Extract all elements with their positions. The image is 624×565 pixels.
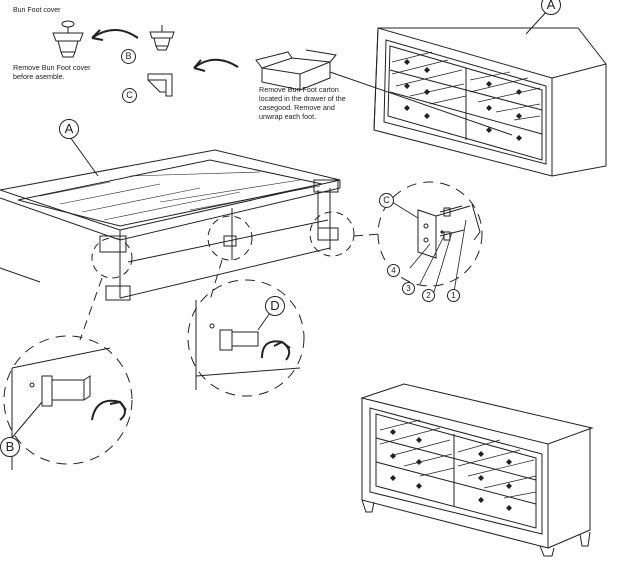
carton-note-line4: unwrap each foot.	[259, 112, 317, 121]
carton-leader-line	[329, 71, 513, 136]
callout-b-top: B	[121, 49, 136, 64]
carton-note-line1: Remove Bun Foot carton	[259, 85, 339, 94]
dashed-leader	[79, 277, 103, 341]
bed-base-frame-icon	[0, 149, 341, 301]
hardware-leader-lines	[391, 201, 467, 293]
dresser-bottom-right-icon	[360, 383, 594, 557]
callout-c-detail: C	[379, 193, 394, 208]
callout-a-left: A	[59, 119, 79, 139]
bracket-detail-mid-icon	[195, 300, 301, 390]
corner-bracket-icon	[147, 73, 173, 97]
curved-arrow-icon	[261, 340, 291, 361]
detail-circle-small-left	[91, 237, 133, 279]
dashed-leader	[209, 259, 223, 301]
dresser-top-right-icon	[373, 27, 607, 177]
detail-circle-large-left	[3, 335, 133, 465]
hardware-detail-icon	[417, 203, 481, 259]
drawer-knob-icons	[390, 59, 522, 511]
carton-note-line2: located in the drawer of the	[259, 94, 346, 103]
curved-arrow-icon	[91, 29, 139, 41]
callout-b-bottom: B	[0, 437, 20, 457]
bun-foot-icon	[149, 25, 175, 51]
bun-foot-with-cover-icon	[52, 20, 84, 58]
detail-circle-hardware	[377, 181, 483, 287]
callout-part-4: 4	[387, 264, 400, 277]
carton-note-line3: casegood. Remove and	[259, 103, 335, 112]
leader-line-a-left	[69, 136, 99, 177]
callout-part-1: 1	[447, 289, 460, 302]
detail-circle-small-right	[309, 211, 355, 257]
callout-a-top: A	[541, 0, 561, 15]
curved-arrow-icon	[193, 58, 239, 72]
leader-line-a-top	[525, 9, 549, 35]
callout-part-2: 2	[422, 289, 435, 302]
bun-foot-cover-label: Bun Foot cover	[13, 7, 61, 14]
curved-arrow-icon	[91, 399, 127, 421]
callout-part-3: 3	[402, 282, 415, 295]
leader-line-b-bottom	[9, 401, 43, 441]
remove-cover-note-line2: before asemble.	[13, 72, 65, 81]
bun-foot-carton-icon	[255, 49, 337, 91]
remove-cover-note-line1: Remove Bun Foot cover	[13, 63, 91, 72]
dashed-leader	[353, 233, 381, 237]
callout-d: D	[265, 296, 285, 316]
detail-circle-large-mid	[187, 279, 305, 397]
callout-c-top: C	[122, 88, 137, 103]
detail-circle-small-mid	[207, 215, 253, 261]
